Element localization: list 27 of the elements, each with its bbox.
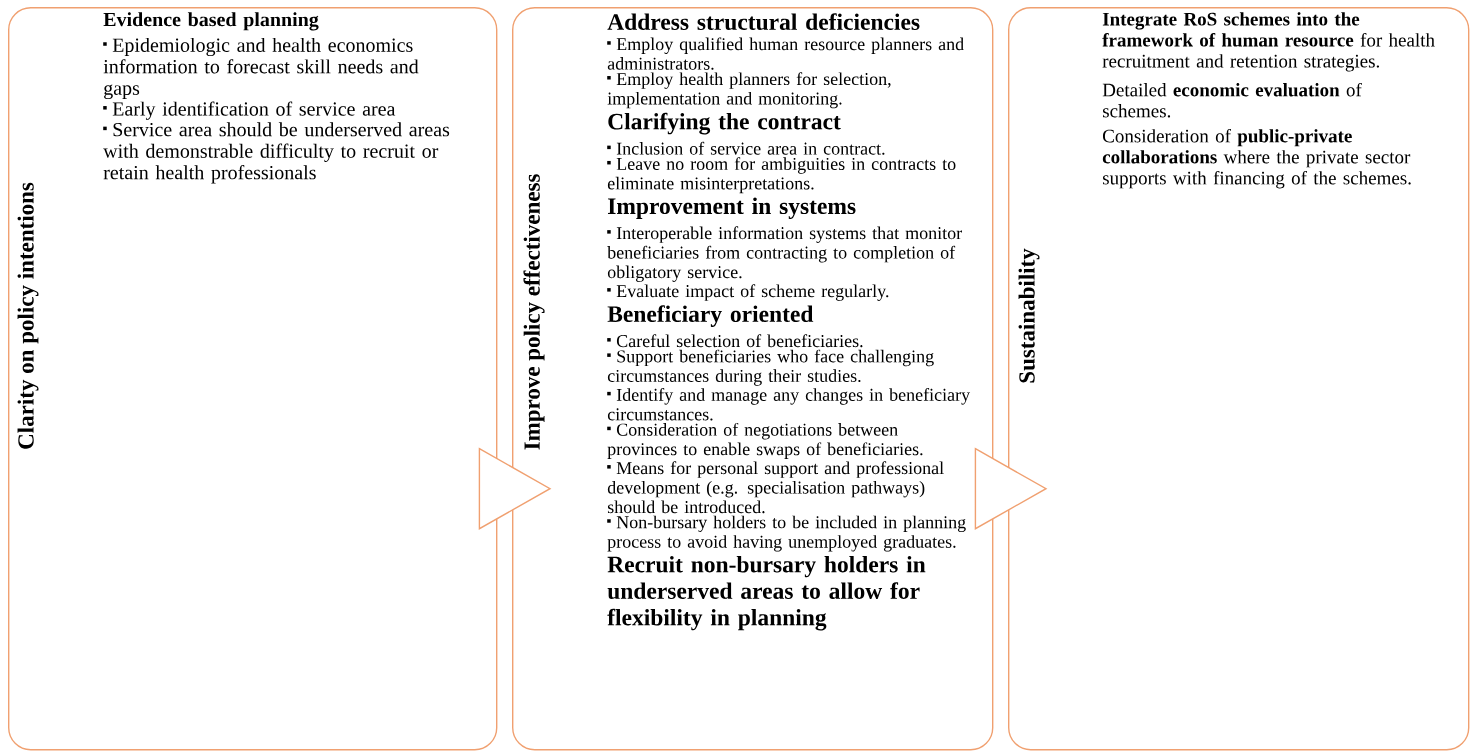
- paragraph: Detailed economic evaluation of schemes.: [1102, 82, 1362, 118]
- bullet-item: Non-bursary holders to be included in planning process to avoid having unemployed graduates.: [607, 515, 966, 552]
- bullet-item: Employ health planners for selection, implementation and monitoring.: [607, 72, 891, 109]
- bullet-item: Consideration of negotiations between provinces to enable swaps of beneficiaries.: [607, 422, 923, 459]
- section-heading: Address structural deficiencies: [607, 13, 920, 30]
- bullet-item: Leave no room for ambiguities in contracts to eliminate misinterpretations.: [607, 157, 956, 194]
- section-heading: Evidence based planning: [103, 12, 319, 31]
- section-heading: Clarifying the contract: [608, 112, 841, 135]
- bullet-item: Identify and manage any changes in beneficiary circumstances.: [607, 388, 971, 421]
- bullet-item: Means for personal support and professional development (e.g. specialisation pathways) should be introduced.: [607, 461, 944, 514]
- bullet-item: Interoperable information systems that monitor beneficiaries from contracting to completion of obligatory service.: [607, 226, 962, 282]
- vertical-title: Clarity on policy intentions: [17, 182, 39, 449]
- section-heading: Improvement in systems: [608, 197, 856, 219]
- bullet-item: Inclusion of service area in contract.: [607, 141, 885, 155]
- bullet-item: Employ qualified human resource planners and administrators.: [607, 37, 964, 70]
- bullet-item: Service area should be underserved areas with demonstrable difficulty to recruit or retain health professionals: [103, 122, 450, 184]
- bullet-item: Epidemiologic and health economics information to forecast skill needs and gaps: [103, 37, 419, 100]
- bullet-item: Early identification of service area: [103, 101, 396, 120]
- bullet-item: Evaluate impact of scheme regularly.: [607, 284, 889, 301]
- paragraph: Integrate RoS schemes into the framework of human resource for health recruitment and retention strategies.: [1102, 12, 1435, 72]
- bullet-item: Careful selection of beneficiaries.: [607, 334, 863, 348]
- vertical-title: Improve policy effectiveness: [523, 174, 545, 450]
- vertical-title: Sustainability: [1018, 248, 1040, 383]
- paragraph: Consideration of public-private collaborations where the private sector supports with financing of the schemes.: [1102, 128, 1411, 189]
- bullet-item: Support beneficiaries who face challenging circumstances during their studies.: [607, 349, 934, 386]
- section-heading: Beneficiary oriented: [607, 305, 814, 327]
- section-heading: Recruit non-bursary holders in underserved areas to allow for flexibility in planning: [607, 555, 926, 631]
